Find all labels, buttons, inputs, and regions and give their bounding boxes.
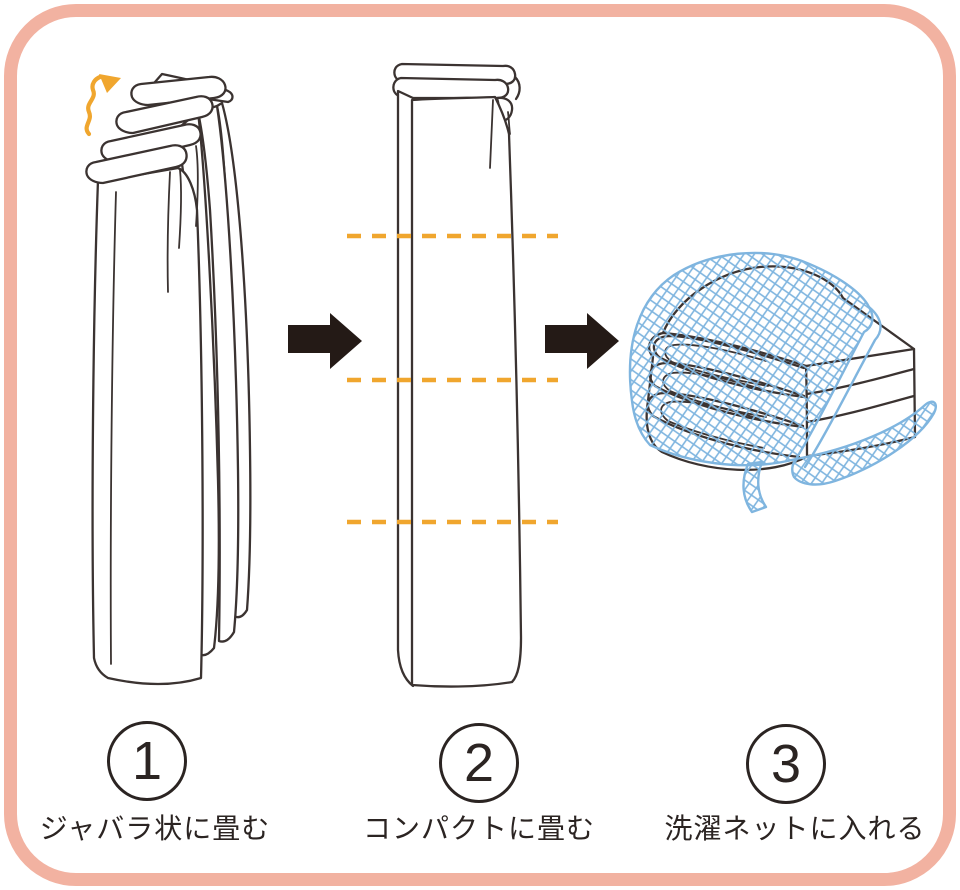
side-fold-strip	[396, 89, 415, 688]
top-fold-bar	[392, 76, 510, 100]
pleat-flap	[100, 123, 202, 164]
step-2-label: コンパクトに畳む	[362, 813, 596, 844]
pleat-flap	[85, 144, 188, 185]
curtain-front-panel	[91, 166, 204, 686]
net-opening-rim	[803, 305, 882, 469]
step-3-number: 3	[770, 734, 802, 794]
step-1-number-badge: 1	[107, 721, 187, 801]
fold-line-dashes	[347, 233, 558, 525]
folded-panel	[410, 95, 523, 688]
net-zipper-tail	[742, 460, 768, 514]
curtain-back-panel	[196, 104, 240, 643]
fold-edge	[513, 75, 521, 101]
step-3-number-badge: 3	[746, 724, 826, 804]
arrow-right-icon	[288, 313, 362, 369]
arrow-right-icon	[545, 313, 619, 369]
bundle-layer-line	[805, 394, 916, 424]
step2-illustration-compact-fold	[347, 62, 558, 688]
step-3-label: 洗濯ネットに入れる	[664, 813, 926, 844]
step-2-number: 2	[463, 733, 495, 793]
pleat-flap	[115, 95, 214, 135]
fold-crease	[195, 145, 199, 227]
wavy-arrow-icon	[84, 74, 121, 137]
net-skirt-mesh	[791, 400, 938, 486]
fold-crease	[178, 169, 182, 249]
step-2-number-badge: 2	[439, 723, 519, 803]
fold-crease	[507, 111, 511, 135]
fold-crease	[166, 171, 171, 293]
step3-illustration-laundry-net	[628, 251, 938, 514]
step-1-number: 1	[131, 731, 163, 791]
laundry-net	[628, 251, 938, 514]
fold-crease	[489, 99, 494, 169]
step-1-label: ジャバラ状に畳む	[39, 813, 271, 844]
step1-illustration-accordion-curtain	[84, 72, 252, 686]
net-dome-mesh	[628, 251, 874, 467]
fold-crease	[109, 191, 117, 665]
